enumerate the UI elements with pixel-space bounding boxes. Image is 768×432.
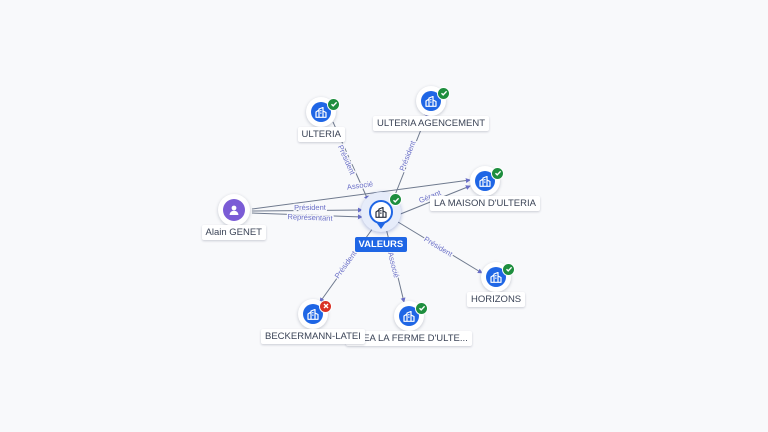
check-icon xyxy=(415,301,429,315)
node-label: VALEURS xyxy=(354,237,408,252)
check-icon xyxy=(327,97,341,111)
edge-label: Président xyxy=(397,139,417,173)
building-icon xyxy=(303,304,323,324)
building-icon xyxy=(399,306,419,326)
building-icon xyxy=(421,91,441,111)
edge-line xyxy=(251,212,363,220)
building-icon xyxy=(486,267,506,287)
node-label: SCEA LA FERME D'ULTE... xyxy=(346,331,472,346)
node-label: HORIZONS xyxy=(467,292,526,307)
node-label: BECKERMANN-LATEI xyxy=(261,329,365,344)
edge-line xyxy=(397,221,483,274)
edge-line xyxy=(251,178,471,210)
edge-label: Président xyxy=(333,248,359,280)
check-icon xyxy=(502,262,516,276)
person-icon xyxy=(223,199,245,221)
check-icon xyxy=(389,193,403,206)
building-icon xyxy=(475,171,495,191)
edge-label: Représentant xyxy=(287,212,333,223)
pin-pointer xyxy=(376,222,386,229)
building-icon xyxy=(311,102,331,122)
edge-alain-associe[interactable]: Associé xyxy=(251,178,471,210)
edge-label: Associé xyxy=(386,251,401,279)
edge-label: Président xyxy=(422,234,455,259)
check-icon xyxy=(491,166,505,180)
edge-label: Président xyxy=(336,143,358,176)
edge-label: Associé xyxy=(346,179,373,191)
check-icon xyxy=(437,86,451,100)
node-label: LA MAISON D'ULTERIA xyxy=(430,196,540,211)
edge-line xyxy=(251,207,363,213)
edge-alain-representant[interactable]: Représentant xyxy=(251,211,363,224)
node-label: ULTERIA xyxy=(297,127,345,142)
cross-icon xyxy=(319,299,333,313)
edge-alain-president[interactable]: Président xyxy=(251,202,363,213)
building-icon xyxy=(369,200,393,224)
node-label: Alain GENET xyxy=(201,225,266,240)
edge-label: Président xyxy=(294,203,327,212)
edge-horizons[interactable]: Président xyxy=(397,221,483,274)
node-label: ULTERIA AGENCEMENT xyxy=(373,116,490,131)
